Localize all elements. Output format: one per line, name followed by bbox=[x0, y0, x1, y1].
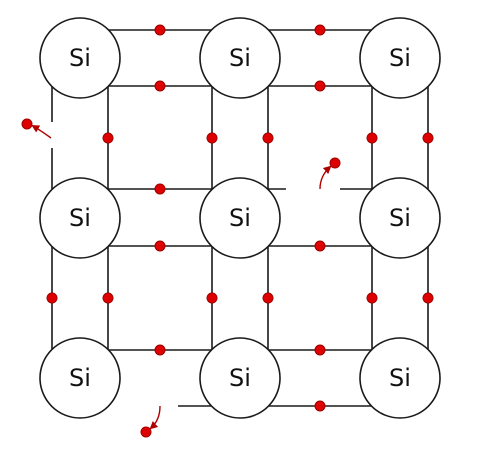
bonding-electron bbox=[206, 292, 218, 304]
bonding-electron bbox=[154, 344, 166, 356]
bonding-electron bbox=[154, 24, 166, 36]
bonding-electron bbox=[154, 240, 166, 252]
bonding-electron bbox=[314, 400, 326, 412]
atom-label: Si bbox=[69, 44, 91, 72]
atom-label: Si bbox=[229, 44, 251, 72]
atom-label: Si bbox=[389, 44, 411, 72]
atom-label: Si bbox=[69, 204, 91, 232]
atom-label: Si bbox=[389, 204, 411, 232]
silicon-atom: Si bbox=[359, 177, 441, 259]
silicon-atom: Si bbox=[39, 17, 121, 99]
silicon-atom: Si bbox=[359, 17, 441, 99]
bonding-electron bbox=[314, 24, 326, 36]
bonding-electron bbox=[46, 292, 58, 304]
bonding-electron bbox=[314, 344, 326, 356]
bonding-electron bbox=[154, 80, 166, 92]
silicon-atom: Si bbox=[39, 177, 121, 259]
bonding-electron bbox=[102, 292, 114, 304]
atom-label: Si bbox=[389, 364, 411, 392]
bonding-electron bbox=[422, 132, 434, 144]
atom-label: Si bbox=[69, 364, 91, 392]
bonding-electron bbox=[366, 292, 378, 304]
free-electron bbox=[140, 405, 161, 438]
atom-label: Si bbox=[229, 204, 251, 232]
free-electrons bbox=[21, 118, 341, 438]
bonding-electron bbox=[154, 183, 166, 195]
silicon-atom: Si bbox=[359, 337, 441, 419]
bonding-electron bbox=[366, 132, 378, 144]
bonding-electron bbox=[102, 132, 114, 144]
atom-label: Si bbox=[229, 364, 251, 392]
atoms: Si Si Si Si Si Si Si Si bbox=[39, 17, 441, 419]
free-electron bbox=[319, 157, 341, 190]
silicon-atom: Si bbox=[199, 177, 281, 259]
motion-arrow bbox=[149, 405, 161, 430]
bonding-electron bbox=[206, 132, 218, 144]
bonding-electron bbox=[422, 292, 434, 304]
bonding-electron bbox=[314, 80, 326, 92]
silicon-atom: Si bbox=[199, 17, 281, 99]
bonding-electron bbox=[314, 240, 326, 252]
bonding-electron bbox=[262, 292, 274, 304]
motion-arrow bbox=[31, 125, 52, 139]
bonding-electron bbox=[262, 132, 274, 144]
bonding-electrons bbox=[46, 24, 434, 412]
silicon-atom: Si bbox=[39, 337, 121, 419]
free-electron bbox=[21, 118, 52, 139]
silicon-atom: Si bbox=[199, 337, 281, 419]
motion-arrow bbox=[319, 165, 332, 190]
